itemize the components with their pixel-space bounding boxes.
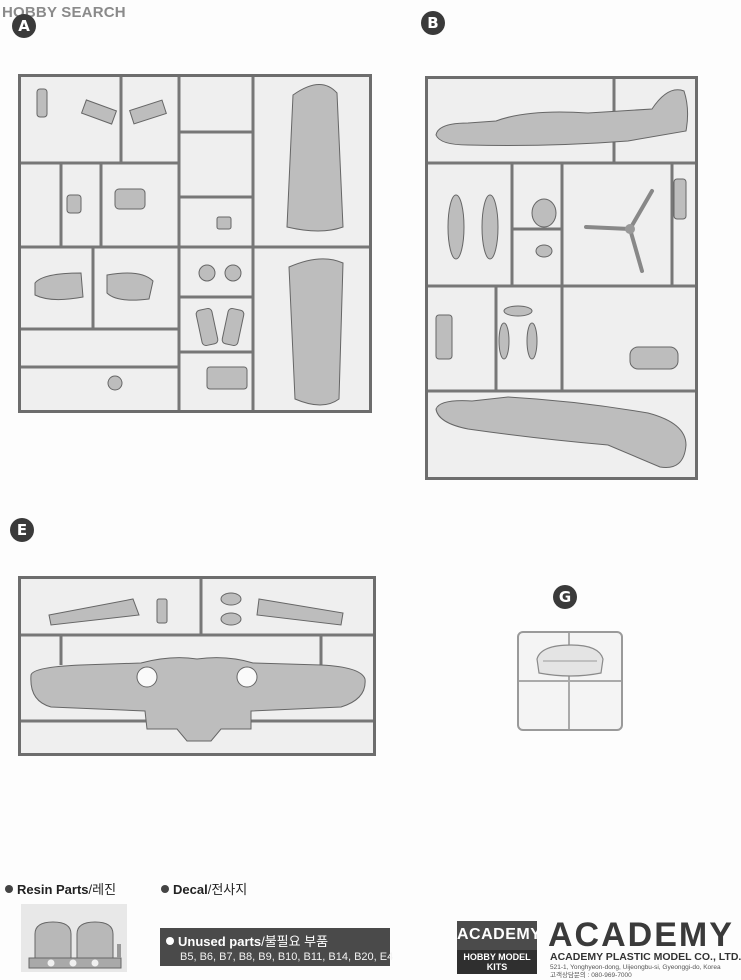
unused-label-ko: /불필요 부품 (261, 934, 329, 949)
resin-label-en: Resin Parts (17, 882, 89, 897)
sprue-g-drawing (519, 633, 621, 729)
sprue-a-badge: A (12, 14, 36, 38)
watermark-logo: HOBBY SEARCH (2, 4, 126, 21)
box-logo-subtext: HOBBY MODEL KITS (457, 950, 537, 974)
resin-parts-drawing (28, 921, 122, 969)
sprue-b-frame (425, 76, 698, 480)
academy-wordmark: ACADEMY (548, 916, 734, 954)
sprue-a-drawing (21, 77, 369, 410)
sprue-g-badge: G (553, 585, 577, 609)
sprue-g-frame (517, 631, 623, 731)
decal-label-en: Decal (173, 882, 208, 897)
bullet-icon (166, 937, 174, 945)
sprue-b-badge: B (421, 11, 445, 35)
sprue-e-letter: E (16, 521, 28, 539)
sprue-b-drawing (428, 79, 695, 469)
sprue-e-badge: E (10, 518, 34, 542)
box-logo-text: ACADEMY (457, 926, 542, 943)
bullet-icon (5, 885, 13, 893)
sprue-e-drawing (21, 579, 373, 742)
unused-label-en: Unused parts (178, 934, 262, 949)
sprue-a-letter: A (18, 17, 30, 35)
watermark-text: HOBBY SEARCH (2, 4, 126, 21)
decal-label: Decal/전사지 (161, 879, 247, 898)
resin-label-ko: /레진 (88, 882, 117, 897)
resin-parts-label: Resin Parts/레진 (5, 879, 116, 898)
company-name: ACADEMY PLASTIC MODEL CO., LTD. (550, 951, 741, 963)
academy-box-logo: ACADEMY HOBBY MODEL KITS (457, 921, 542, 974)
bullet-icon (161, 885, 169, 893)
company-contact: 고객상담문의 : 080-969-7000 (550, 972, 632, 979)
sprue-a-frame (18, 74, 372, 413)
unused-parts-box: Unused parts/불필요 부품 B5, B6, B7, B8, B9, … (160, 928, 394, 966)
decal-label-ko: /전사지 (207, 882, 248, 897)
company-address: 521-1, Yonghyeon-dong, Uijeongbu-si, Gye… (550, 964, 721, 971)
sprue-g-letter: G (558, 588, 572, 606)
sprue-e-frame (18, 576, 376, 756)
resin-parts-image (21, 904, 127, 972)
unused-parts-list: B5, B6, B7, B8, B9, B10, B11, B14, B20, … (180, 951, 394, 963)
sprue-b-letter: B (427, 14, 439, 32)
unused-parts-title: Unused parts/불필요 부품 (166, 931, 384, 950)
